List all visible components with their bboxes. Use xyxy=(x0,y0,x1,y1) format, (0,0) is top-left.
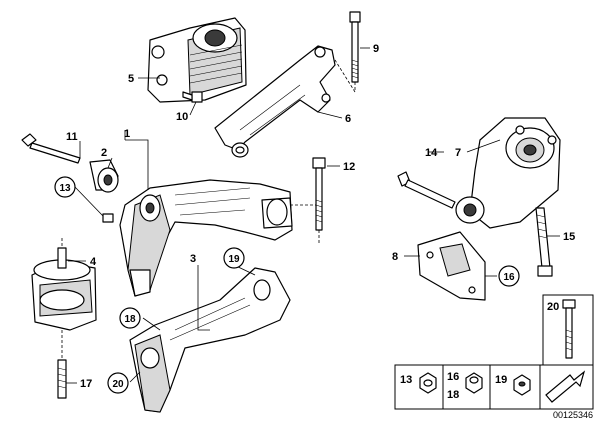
callout-19-circle xyxy=(223,247,245,269)
callout-4: 4 xyxy=(90,256,97,268)
callout-12: 12 xyxy=(343,161,355,173)
part-13-nut[interactable] xyxy=(102,213,114,223)
callout-13: 13 xyxy=(59,183,71,194)
legend-nut-19 xyxy=(513,374,531,396)
part-2-bushing[interactable] xyxy=(89,159,119,193)
callout-18: 18 xyxy=(124,314,136,325)
callout-20: 20 xyxy=(112,379,124,390)
hardware-legend: 20 13 16 18 19 xyxy=(394,294,594,410)
legend-16: 16 xyxy=(447,371,459,383)
legend-13: 13 xyxy=(400,374,412,386)
part-5-upper-mount[interactable] xyxy=(147,17,247,103)
callout-20-circle xyxy=(107,372,129,394)
part-4-rubber-mount[interactable] xyxy=(31,247,97,331)
callout-labels: 1 2 3 4 5 6 7 8 9 10 11 12 14 15 17 xyxy=(66,43,575,390)
part-7-right-mount[interactable] xyxy=(469,117,561,229)
callout-19: 19 xyxy=(228,254,240,265)
callout-5: 5 xyxy=(128,73,134,85)
arrow-icon xyxy=(545,370,586,403)
callout-8: 8 xyxy=(392,251,398,263)
part-8-plate[interactable] xyxy=(417,231,486,301)
legend-19: 19 xyxy=(495,374,507,386)
part-1-bracket[interactable] xyxy=(119,179,293,297)
callout-1: 1 xyxy=(124,128,130,140)
reference-number: 00125346 xyxy=(553,410,593,420)
legend-nut-13 xyxy=(419,372,437,394)
part-3-lower-bracket[interactable] xyxy=(129,267,291,413)
legend-nut-16-18 xyxy=(465,372,483,394)
callout-16: 16 xyxy=(503,272,515,283)
legend-20: 20 xyxy=(547,301,559,313)
part-11-bolt[interactable] xyxy=(21,133,81,164)
part-7-bushing[interactable] xyxy=(455,196,485,224)
part-9-bolt[interactable] xyxy=(349,11,361,83)
leader-lines xyxy=(66,47,560,384)
callout-13-circle xyxy=(54,176,76,198)
callout-7: 7 xyxy=(455,147,461,159)
legend-bolt-20 xyxy=(562,299,576,359)
callout-17: 17 xyxy=(80,378,92,390)
part-14-bolt[interactable] xyxy=(397,171,456,209)
callout-16-circle xyxy=(498,265,520,287)
part-12-bolt[interactable] xyxy=(312,157,326,231)
callout-2: 2 xyxy=(101,147,107,159)
callout-15: 15 xyxy=(563,231,575,243)
callout-9: 9 xyxy=(373,43,379,55)
callout-14: 14 xyxy=(425,147,438,159)
callout-10: 10 xyxy=(176,111,188,123)
callout-18-circle xyxy=(119,307,141,329)
callout-11: 11 xyxy=(66,131,78,143)
part-15-bolt[interactable] xyxy=(535,207,553,277)
callout-3: 3 xyxy=(190,253,196,265)
callout-6: 6 xyxy=(345,113,351,125)
part-6-torque-arm[interactable] xyxy=(214,45,336,158)
part-10-bolt[interactable] xyxy=(182,91,203,103)
circled-callouts: 13 19 18 20 16 xyxy=(54,176,520,394)
part-17-stud[interactable] xyxy=(57,359,67,399)
legend-18: 18 xyxy=(447,389,459,401)
